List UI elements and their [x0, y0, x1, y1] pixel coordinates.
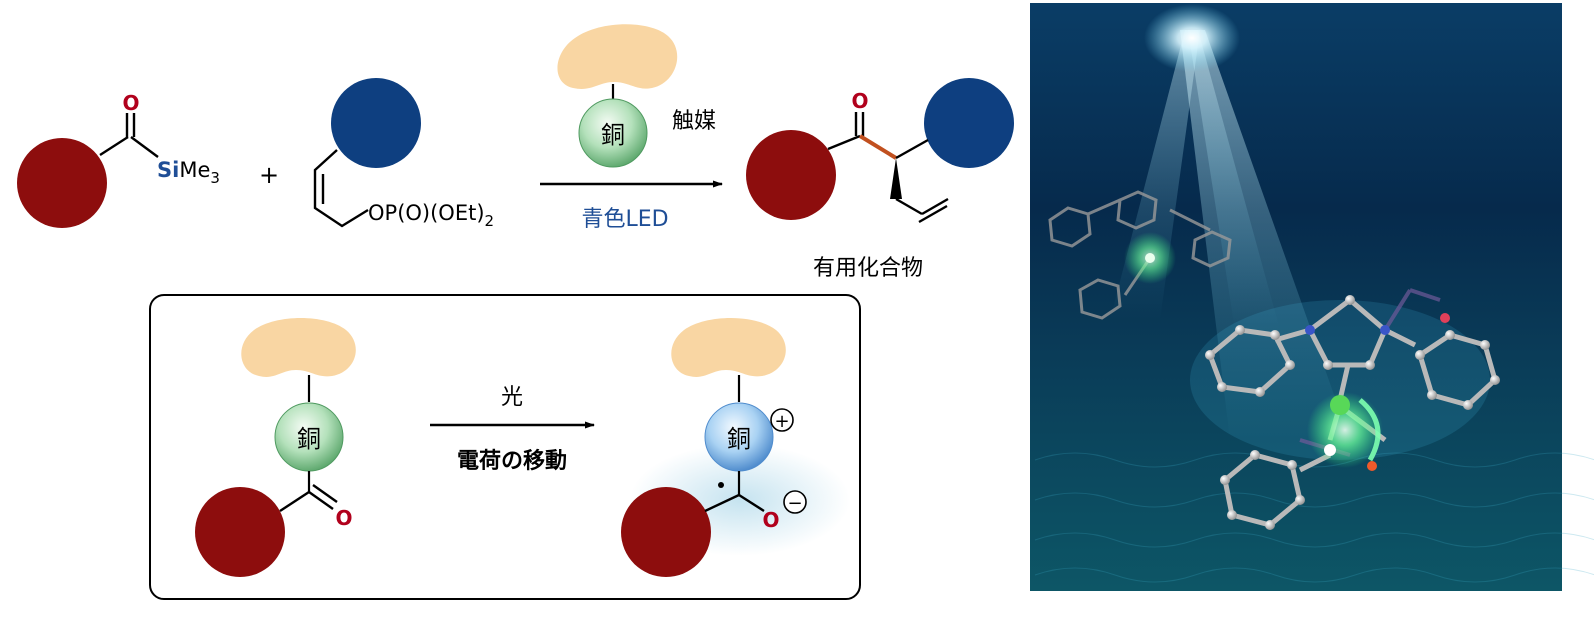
alkene-chain — [313, 149, 369, 228]
product-label: 有用化合物 — [813, 256, 923, 281]
silyl-group: SiMe3 — [157, 158, 220, 187]
mechanism-box: 銅 O 光 電荷の移動 銅 + O − — [149, 294, 861, 600]
acylsilane-reactant: O SiMe3 — [17, 91, 220, 228]
catalyst-metal: 銅 — [601, 121, 625, 149]
vinyl-bond — [895, 197, 923, 216]
light-beam-icon — [1188, 30, 1280, 330]
upper-molecule-model — [1048, 190, 1232, 320]
ligand-blob-icon — [241, 318, 356, 377]
acyl-red-circle — [195, 487, 285, 577]
light-source-icon — [1144, 4, 1240, 72]
phosphate-group: OP(O)(OEt)2 — [368, 201, 494, 230]
metal-right: 銅 — [727, 425, 751, 453]
stereo-wedge — [890, 158, 902, 199]
plus-charge-circle — [770, 408, 794, 432]
minus-charge-circle — [783, 490, 807, 514]
copper-atom — [1330, 395, 1350, 415]
product-red-circle — [746, 130, 836, 220]
product: O 有用化合物 — [746, 78, 1014, 281]
atom-oxygen-left: O — [335, 506, 352, 530]
metal-left: 銅 — [297, 425, 321, 453]
ketyl-bond — [704, 493, 740, 513]
molecule-halo — [1190, 300, 1490, 460]
charge-transfer-arc — [1358, 398, 1381, 462]
si-count: 3 — [210, 169, 220, 187]
atom-oxygen: O — [122, 91, 139, 115]
plus-charge: + — [774, 411, 789, 432]
atom-si: Si — [157, 158, 179, 182]
nitrogen-atom — [1380, 325, 1390, 335]
ligand-blob-icon — [557, 24, 678, 89]
product-blue-circle — [924, 78, 1014, 168]
catalyst: 銅 触媒 — [557, 24, 716, 168]
allyl-phosphate-reactant: OP(O)(OEt)2 — [313, 78, 494, 230]
phosphate-count: 2 — [485, 212, 495, 230]
substrate-red-circle — [17, 138, 107, 228]
nitrogen-atom — [1305, 325, 1315, 335]
substrate-blue-circle — [331, 78, 421, 168]
water-ripples — [1034, 452, 1594, 583]
reaction-scheme: O SiMe3 + OP(O)(OEt)2 銅 触媒 青色LED — [17, 24, 1014, 281]
ketyl-red-circle — [621, 487, 711, 577]
charge-transfer-complex: 銅 + O − — [621, 318, 850, 577]
vinyl-double-bond-2 — [918, 204, 948, 224]
ligand-blob-icon — [671, 318, 786, 377]
new-bond — [858, 134, 898, 160]
acyl-carbonyl-bond — [308, 491, 334, 510]
upper-copper-atom — [1145, 253, 1155, 263]
highlight-atom — [1324, 444, 1336, 456]
arrow-bottom-label: 電荷の移動 — [457, 448, 567, 474]
c-si-bond — [130, 136, 159, 158]
acyl-oxygen-atom — [1367, 461, 1377, 471]
copper-sphere-icon — [578, 98, 648, 168]
carbon-atoms — [1205, 295, 1500, 530]
product-blue-bond — [895, 138, 929, 160]
underwater-illustration — [1030, 3, 1594, 591]
plus-sign: + — [259, 161, 279, 189]
acyl-carbonyl-bond-2 — [312, 484, 338, 503]
vinyl-double-bond — [921, 197, 949, 216]
si-substituent: Me — [179, 158, 210, 182]
light-condition: 青色LED — [581, 207, 668, 232]
minus-charge: − — [787, 493, 802, 514]
ketyl-co-bond — [738, 493, 765, 513]
product-atom-oxygen: O — [851, 89, 868, 113]
catalyst-label: 触媒 — [672, 109, 716, 134]
product-acyl-bond — [827, 134, 861, 151]
arrow-top-label: 光 — [501, 385, 523, 410]
ground-state-complex: 銅 O — [195, 318, 356, 577]
acyl-bond — [279, 490, 310, 513]
radical-dot-icon — [718, 482, 724, 488]
oxygen-atom — [1440, 313, 1450, 323]
phosphate-formula: OP(O)(OEt) — [368, 201, 485, 225]
atom-oxygen-right: O — [762, 508, 779, 532]
acylsilane-bond — [99, 135, 129, 157]
